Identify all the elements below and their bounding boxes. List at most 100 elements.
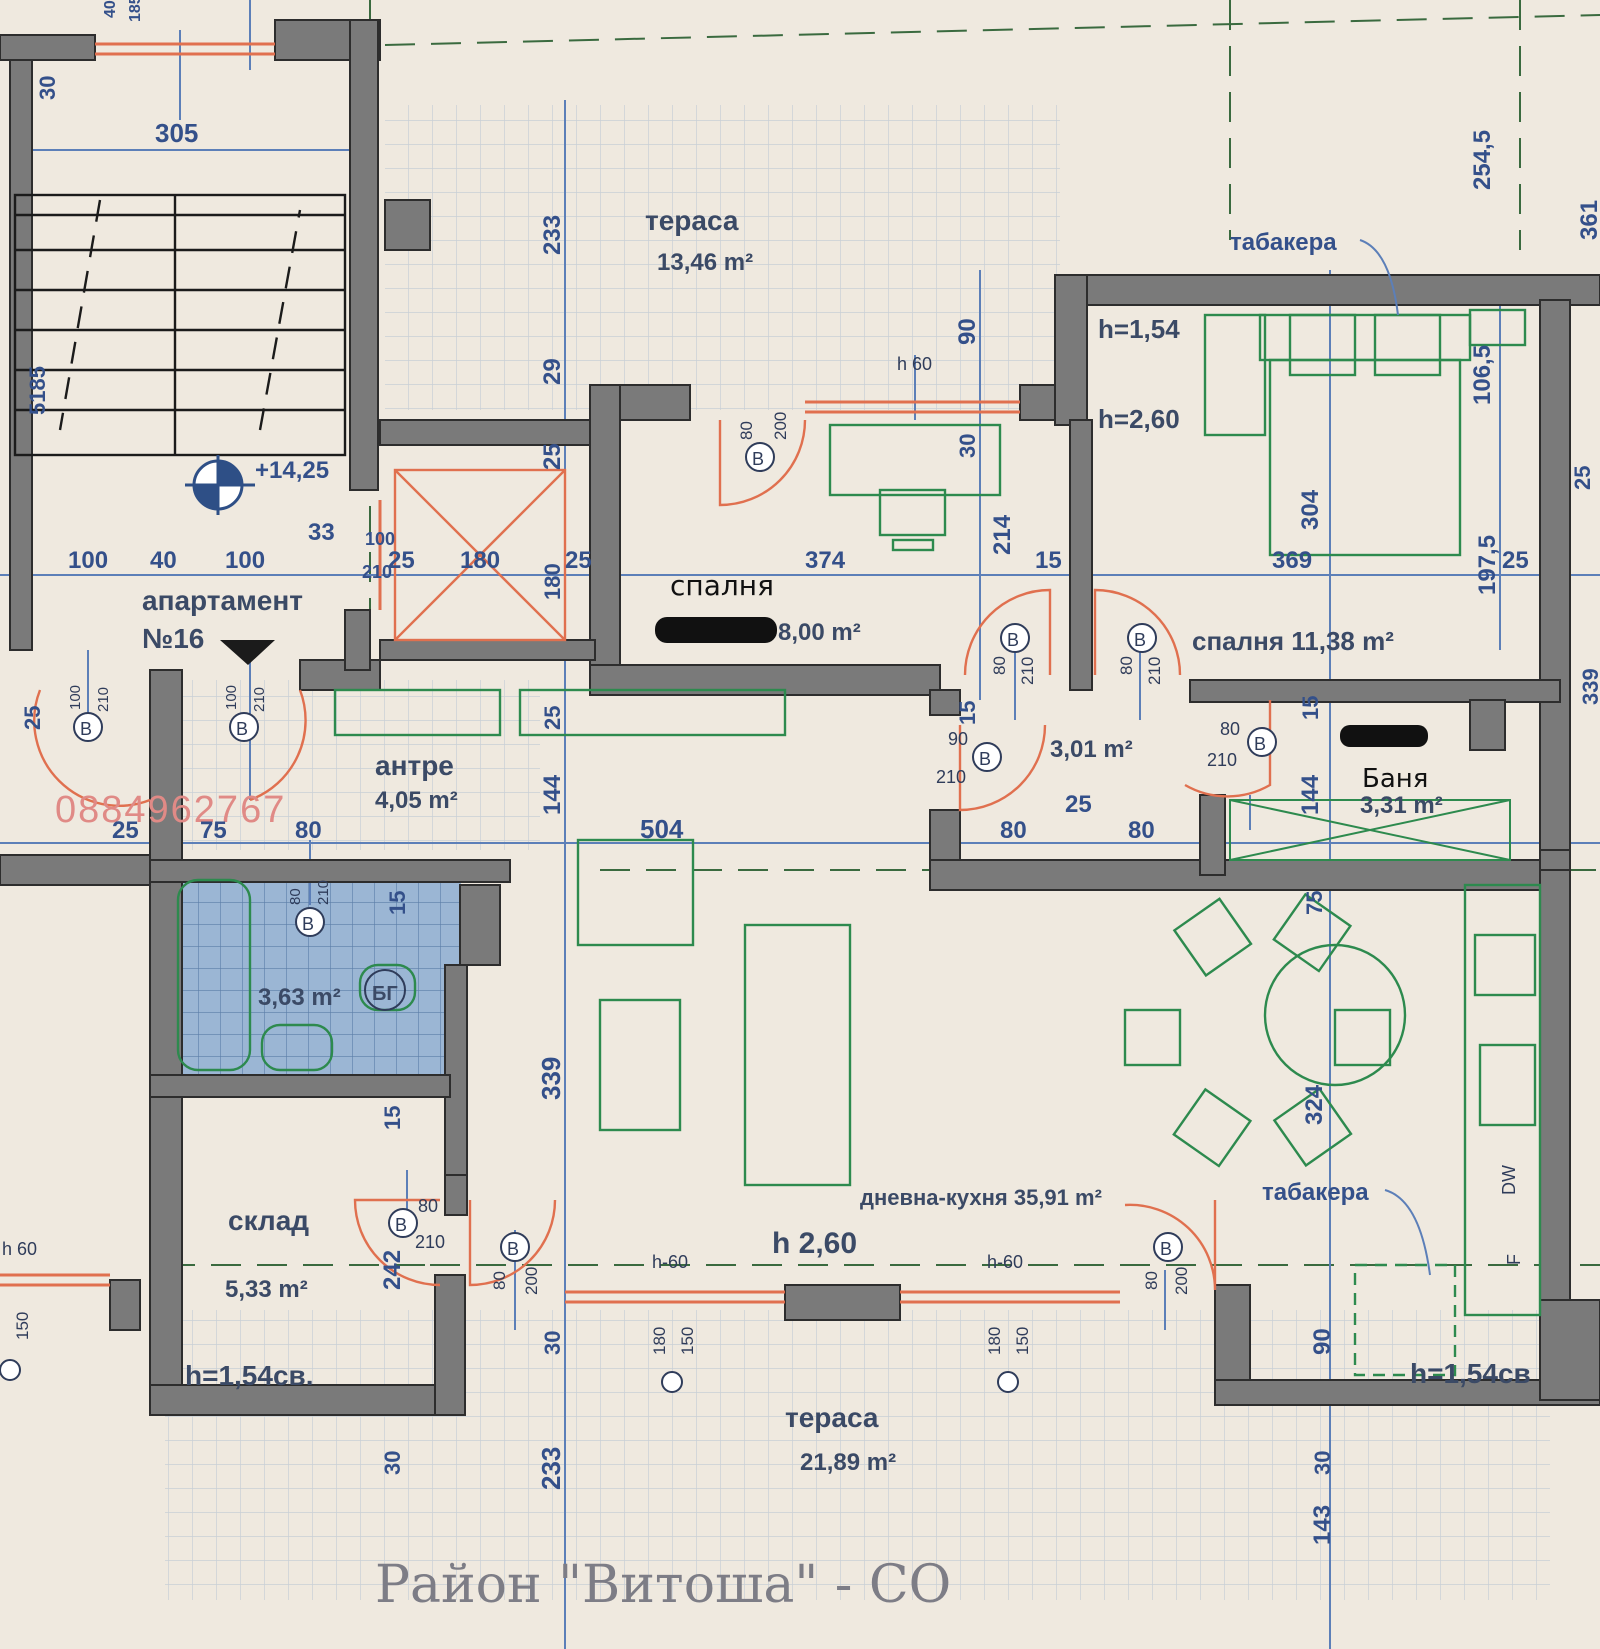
door-80-h: 80 xyxy=(287,888,304,905)
window-height-60d: h 60 xyxy=(2,1239,37,1259)
door-letters: B B B B B B B B B B B xyxy=(80,449,1266,1259)
redaction-bar xyxy=(655,617,777,643)
door-b-5: B xyxy=(1254,734,1266,754)
dim-30-d: 30 xyxy=(1310,1451,1335,1475)
tabakera-top-arrow xyxy=(1359,239,1399,316)
dim-374: 374 xyxy=(805,547,846,574)
dim-180-a: 180 xyxy=(460,547,500,574)
dim-80-b: 80 xyxy=(1000,817,1027,844)
door-b-2: B xyxy=(1007,630,1019,650)
dim-100-a: 100 xyxy=(68,547,108,574)
fridge-label: F xyxy=(1504,1254,1524,1265)
window-height-60: h 60 xyxy=(897,354,932,374)
win-150-a: 150 xyxy=(678,1327,697,1355)
tabakera-top-label: табакера xyxy=(1230,229,1337,256)
stairs xyxy=(13,193,347,457)
hall-area: 4,05 m² xyxy=(375,787,458,814)
dim-25-f: 25 xyxy=(1065,791,1092,818)
dim-143: 143 xyxy=(1309,1505,1336,1545)
door-b-3: B xyxy=(1134,630,1146,650)
dim-197-5: 197,5 xyxy=(1474,535,1501,595)
dim-30-bed: 30 xyxy=(955,434,980,458)
dim-185: 185 xyxy=(127,0,144,22)
door-80-a: 80 xyxy=(737,421,756,440)
door-b-10: B xyxy=(507,1239,519,1259)
dim-30-top: 30 xyxy=(35,76,60,100)
windows xyxy=(0,42,1120,1304)
door-210-b: 210 xyxy=(1018,657,1037,685)
door-90-d: 90 xyxy=(948,729,968,749)
door-markers xyxy=(73,442,1277,1262)
dim-25-g: 25 xyxy=(1570,466,1595,490)
win-150-c: 150 xyxy=(13,1312,32,1340)
dim-30-c: 30 xyxy=(380,1451,405,1475)
door-210-i: 210 xyxy=(415,1232,445,1252)
level-label: +14,25 xyxy=(255,457,329,484)
storage-height: h=1,54св. xyxy=(185,1360,314,1391)
storage-name: склад xyxy=(228,1205,309,1236)
apartment-number: №16 xyxy=(142,623,204,654)
boiler-label: БГ xyxy=(372,983,398,1005)
dim-15-b: 15 xyxy=(955,701,980,725)
bathroom-2-area: 3,31 m² xyxy=(1360,792,1443,819)
dim-15-c: 15 xyxy=(1298,696,1323,720)
win-180-b: 180 xyxy=(985,1327,1004,1355)
dim-369: 369 xyxy=(1272,547,1312,574)
door-b-6: B xyxy=(80,719,92,739)
dim-40: 40 xyxy=(150,547,177,574)
dim-361: 361 xyxy=(1576,200,1600,240)
door-210-d: 210 xyxy=(936,767,966,787)
hall-name: антре xyxy=(375,750,454,781)
door-b-4: B xyxy=(979,749,991,769)
tabakera-bottom-label: табакера xyxy=(1262,1179,1369,1206)
downpipes xyxy=(0,1359,1019,1393)
door-b-9: B xyxy=(395,1215,407,1235)
entrance-arrow xyxy=(220,640,275,665)
dim-15-mid: 15 xyxy=(1035,547,1062,574)
corridor-area: 3,01 m² xyxy=(1050,736,1133,763)
bathroom-2-name: Баня xyxy=(1362,764,1428,794)
window-height-60b: h-60 xyxy=(652,1252,688,1272)
dim-25-a: 25 xyxy=(539,443,566,470)
bedroom-1-name: спалня xyxy=(670,569,774,602)
dim-25-c: 25 xyxy=(388,547,415,574)
dim-233-top: 233 xyxy=(539,215,566,255)
walls xyxy=(0,19,1600,1416)
door-210-f: 210 xyxy=(95,687,112,712)
dim-90-top: 90 xyxy=(954,318,981,345)
storage-area: 5,33 m² xyxy=(225,1276,308,1303)
dim-100-c: 100 xyxy=(365,529,395,549)
dimension-labels: 305 30 5185 233 29 25 90 254,5 361 106,5… xyxy=(20,0,1600,1545)
boiler xyxy=(364,969,406,1011)
bedroom-2-name: спалня 11,38 m² xyxy=(1192,626,1394,656)
door-80-c: 80 xyxy=(1117,656,1136,675)
shafts xyxy=(393,468,567,642)
terrace-bottom-name: тераса xyxy=(785,1402,879,1433)
living-name: дневна-кухня 35,91 m² xyxy=(860,1185,1102,1210)
door-210-g: 210 xyxy=(251,687,268,712)
dim-305: 305 xyxy=(155,118,198,148)
dim-29: 29 xyxy=(539,358,566,385)
dim-324: 324 xyxy=(1301,1084,1328,1125)
window-height-60c: h-60 xyxy=(987,1252,1023,1272)
terrace-bottom-tiles xyxy=(165,1310,1550,1600)
door-swings xyxy=(33,419,1272,1291)
door-100-f: 100 xyxy=(67,685,84,710)
dim-25-e: 25 xyxy=(112,817,139,844)
win-150-b: 150 xyxy=(1013,1327,1032,1355)
door-80-k: 80 xyxy=(1142,1271,1161,1290)
district-stamp: Район "Витоша" - СО xyxy=(375,1555,951,1615)
door-b-11: B xyxy=(1160,1239,1172,1259)
terrace-top-tiles xyxy=(385,105,1060,410)
height-label-260: h=2,60 xyxy=(1098,404,1180,434)
hall-tiles xyxy=(160,680,540,850)
dim-254-5: 254,5 xyxy=(1469,130,1496,190)
door-80-j: 80 xyxy=(490,1271,509,1290)
dim-40-top: 40 xyxy=(102,0,119,18)
dim-106-5: 106,5 xyxy=(1469,345,1496,405)
door-210-c: 210 xyxy=(1145,657,1164,685)
bathroom-1-area: 3,63 m² xyxy=(258,984,341,1011)
dim-30-b: 30 xyxy=(540,1331,565,1355)
win-180-a: 180 xyxy=(650,1327,669,1355)
